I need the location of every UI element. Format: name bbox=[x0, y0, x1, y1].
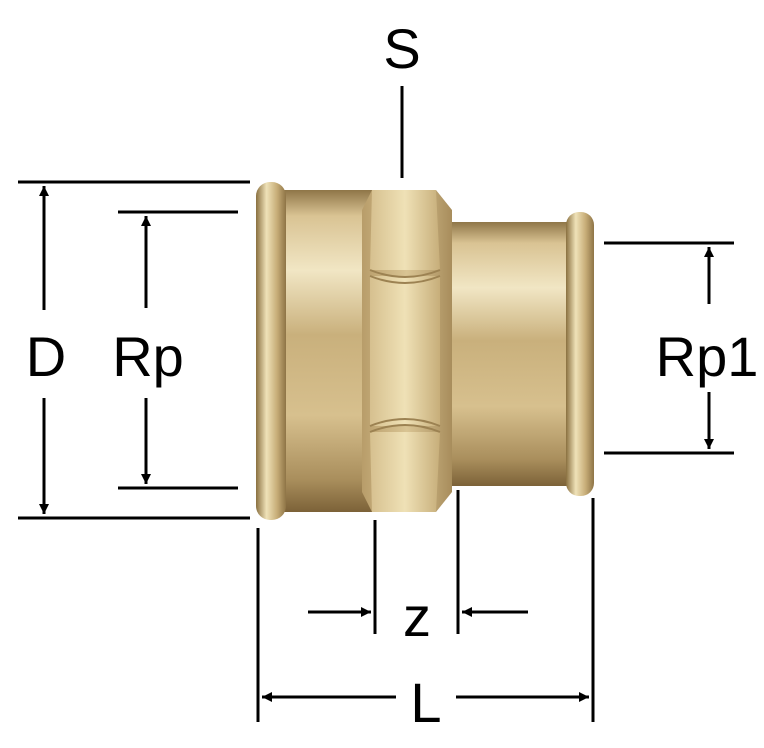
hex-top-face bbox=[370, 190, 440, 270]
large-socket-rim bbox=[256, 182, 286, 520]
hex-nut bbox=[362, 190, 452, 512]
hex-bottom-face bbox=[370, 432, 440, 512]
label-rp: Rp bbox=[112, 325, 184, 388]
dimension-lines bbox=[18, 86, 734, 722]
label-z: z bbox=[403, 585, 431, 648]
label-d: D bbox=[26, 325, 66, 388]
label-l: L bbox=[410, 671, 441, 734]
small-socket bbox=[436, 222, 586, 486]
label-rp1: Rp1 bbox=[656, 325, 759, 388]
large-socket bbox=[262, 190, 378, 512]
fitting-body bbox=[256, 182, 594, 520]
small-socket-rim bbox=[566, 212, 594, 496]
hex-middle-face bbox=[370, 276, 440, 426]
label-s: S bbox=[383, 17, 420, 80]
dimension-labels: S D Rp Rp1 z L bbox=[26, 17, 759, 734]
